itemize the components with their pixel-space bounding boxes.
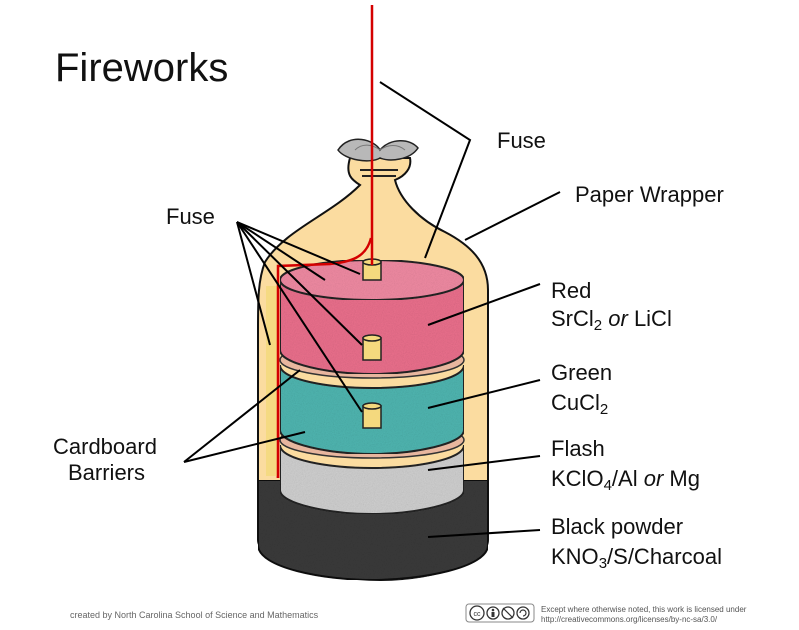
green-formula: CuCl2 <box>551 390 609 418</box>
side-fuse-tube <box>266 286 278 476</box>
black-powder-label: Black powder <box>551 514 684 539</box>
license-line-2[interactable]: http://creativecommons.org/licenses/by-n… <box>541 615 718 624</box>
flash-formula: KClO4/Al or Mg <box>551 466 700 494</box>
flash-label: Flash <box>551 436 605 461</box>
fuse-left-label: Fuse <box>166 204 215 229</box>
wrapper-string <box>360 169 398 177</box>
license-line-1: Except where otherwise noted, this work … <box>541 605 747 614</box>
fuse-side <box>276 237 373 478</box>
paper-wrapper-label: Paper Wrapper <box>575 182 724 207</box>
fuse-top-label: Fuse <box>497 128 546 153</box>
cardboard-label-line2: Barriers <box>68 460 146 485</box>
cc-license-badge: cc <box>465 603 535 623</box>
flash-layer <box>279 444 465 516</box>
wrapper-twist <box>337 138 419 162</box>
green-label: Green <box>551 360 613 385</box>
black-powder-formula: KNO3/S/Charcoal <box>551 544 722 572</box>
red-layer <box>279 279 465 376</box>
license-text: Except where otherwise noted, this work … <box>541 605 746 625</box>
diagram-title: Fireworks <box>55 46 229 90</box>
cardboard-label-line1: Cardboard <box>53 434 157 459</box>
red-formula: SrCl2 or LiCl <box>551 306 672 334</box>
sa-icon <box>516 606 530 620</box>
red-label: Red <box>551 278 592 303</box>
credit-text: created by North Carolina School of Scie… <box>70 610 319 620</box>
cc-text: cc <box>474 611 482 618</box>
leader-lines <box>183 81 561 538</box>
